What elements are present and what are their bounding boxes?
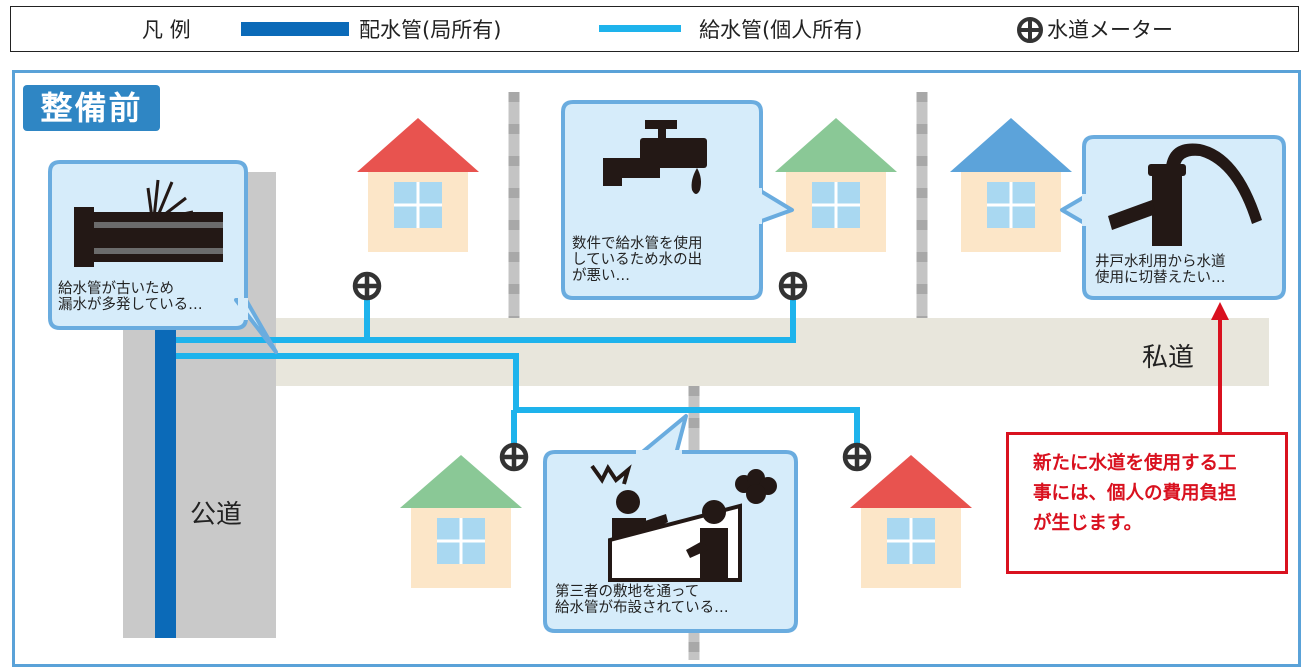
well-caption: 井戸水利用から水道 使用に切替えたい… [1095,254,1226,286]
bubble-pressure [561,100,794,300]
house-icon-green-bottom [400,455,522,590]
main-pipe-swatch-icon [241,22,349,36]
faucet-icon [603,120,707,194]
legend-title: 凡 例 [142,18,191,42]
legend-main-pipe: 配水管(局所有) [359,18,502,42]
public-road-label: 公道 [190,500,243,530]
service-pipe-swatch-icon [599,25,681,32]
meter-icon-3 [502,445,526,469]
cost-note: 新たに水道を使用する工 事には、個人の費用負担 が生じます。 [1006,432,1288,574]
leak-caption: 給水管が古いため 漏水が多発している… [58,281,203,313]
service-pipes [176,298,860,446]
meter-icon-2 [781,274,805,298]
hand-pump-icon [1108,143,1262,246]
main-pipe [155,330,176,638]
private-road [276,318,1269,386]
legend: 凡 例 配水管(局所有) 給水管(個人所有) 水道メーター [10,6,1299,52]
legend-service-pipe: 給水管(個人所有) [699,18,863,42]
before-badge: 整備前 [23,85,160,131]
leaking-pipe-icon [74,179,223,267]
red-arrow [1211,302,1229,432]
house-icon-green-top [775,118,897,254]
legend-meter: 水道メーター [1047,18,1173,42]
private-road-label: 私道 [1142,343,1195,373]
meter-legend-icon [1017,17,1043,43]
meter-icon-4 [845,445,869,469]
house-icon-red-bottom [850,455,972,590]
pressure-caption: 数件で給水管を使用 しているため水の出 が悪い… [572,236,703,284]
trespass-caption: 第三者の敷地を通って 給水管が布設されている… [555,584,729,616]
meter-icon-1 [355,274,379,298]
house-icon-blue-top [950,118,1072,254]
house-icon-red-top [357,118,479,254]
angry-neighbors-icon [590,464,777,582]
